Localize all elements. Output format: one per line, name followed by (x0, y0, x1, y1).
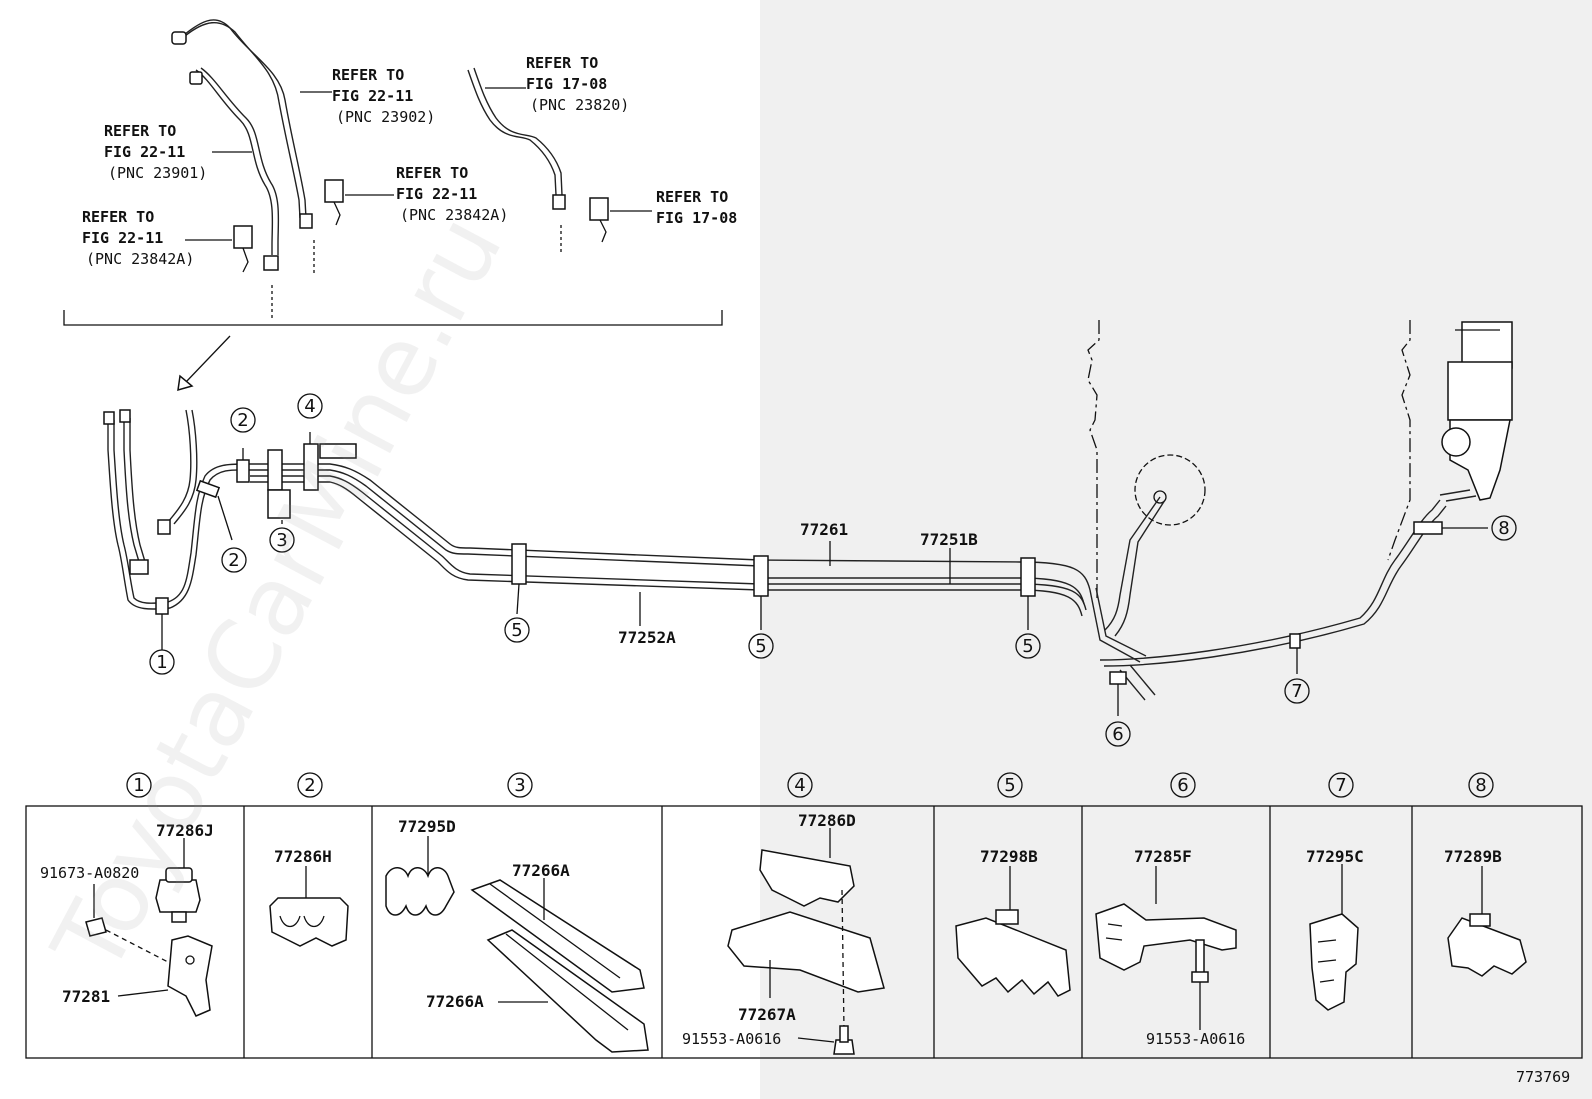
panel-header-2: 2 (297, 772, 323, 798)
panel-header-3: 3 (507, 772, 533, 798)
svg-text:REFER TO: REFER TO (396, 164, 468, 182)
ref-note-23820: REFER TO FIG 17-08 (PNC 23820) (526, 54, 629, 114)
figure-id: 773769 (1516, 1068, 1570, 1086)
panel-8-parts: 77289B (1444, 847, 1527, 977)
callout-2b: 2 (221, 547, 247, 573)
pn-91553-a0616-a: 91553-A0616 (682, 1030, 781, 1048)
svg-text:FIG 22-11: FIG 22-11 (332, 87, 413, 105)
ref-note-23842a-right: REFER TO FIG 22-11 (PNC 23842A) (396, 164, 508, 224)
panel-header-7: 7 (1328, 772, 1354, 798)
svg-text:(PNC 23902): (PNC 23902) (336, 108, 435, 126)
svg-text:REFER TO: REFER TO (82, 208, 154, 226)
inset-tubes (63, 19, 723, 392)
svg-text:(PNC 23820): (PNC 23820) (530, 96, 629, 114)
pn-77295d: 77295D (398, 817, 456, 836)
svg-text:5: 5 (511, 620, 522, 641)
pn-77286j: 77286J (156, 821, 214, 840)
pn-77261: 77261 (800, 520, 848, 539)
callout-1: 1 (149, 649, 175, 675)
pn-77295c: 77295C (1306, 847, 1364, 866)
svg-text:(PNC 23842A): (PNC 23842A) (400, 206, 508, 224)
svg-text:2: 2 (228, 550, 239, 571)
panel-header-4: 4 (787, 772, 813, 798)
pn-77286d: 77286D (798, 811, 856, 830)
pn-77289b: 77289B (1444, 847, 1502, 866)
svg-text:(PNC 23842A): (PNC 23842A) (86, 250, 194, 268)
svg-text:5: 5 (1022, 636, 1033, 657)
svg-text:FIG 17-08: FIG 17-08 (656, 209, 737, 227)
background-shade (760, 0, 1592, 1099)
svg-text:3: 3 (276, 530, 287, 551)
pn-77252a: 77252A (618, 628, 676, 647)
svg-text:FIG 17-08: FIG 17-08 (526, 75, 607, 93)
svg-text:8: 8 (1498, 518, 1509, 539)
svg-text:(PNC 23901): (PNC 23901) (108, 164, 207, 182)
svg-text:1: 1 (133, 775, 144, 796)
pn-91673-a0820: 91673-A0820 (40, 864, 139, 882)
svg-text:REFER TO: REFER TO (332, 66, 404, 84)
panel-6-parts: 77285F 91553-A0616 (1095, 847, 1245, 1048)
pn-77298b: 77298B (980, 847, 1038, 866)
callout-4: 4 (297, 393, 323, 419)
callout-6: 6 (1105, 721, 1131, 747)
svg-text:5: 5 (755, 636, 766, 657)
svg-text:2: 2 (304, 775, 315, 796)
ref-note-23901: REFER TO FIG 22-11 (PNC 23901) (104, 122, 207, 182)
svg-text:4: 4 (794, 775, 805, 796)
detail-table (25, 805, 1583, 1059)
callout-2a: 2 (230, 407, 256, 433)
panel-1-parts: 77286J 91673-A0820 77281 (40, 821, 214, 1017)
panel-4-parts: 77286D 77267A 91553-A0616 (682, 811, 885, 1055)
svg-text:FIG 22-11: FIG 22-11 (82, 229, 163, 247)
svg-text:6: 6 (1177, 775, 1188, 796)
pn-77281: 77281 (62, 987, 110, 1006)
ref-note-23902: REFER TO FIG 22-11 (PNC 23902) (332, 66, 435, 126)
callout-8: 8 (1491, 515, 1517, 541)
pn-77266a-2: 77266A (426, 992, 484, 1011)
panel-2-parts: 77286H (269, 847, 349, 947)
svg-text:7: 7 (1291, 681, 1302, 702)
svg-text:1: 1 (156, 652, 167, 673)
svg-text:REFER TO: REFER TO (656, 188, 728, 206)
main-tube-routing (103, 320, 1513, 716)
panel-5-parts: 77298B (955, 847, 1071, 997)
pn-77286h: 77286H (274, 847, 332, 866)
svg-text:FIG 22-11: FIG 22-11 (396, 185, 477, 203)
panel-header-6: 6 (1170, 772, 1196, 798)
svg-text:FIG 22-11: FIG 22-11 (104, 143, 185, 161)
svg-text:8: 8 (1475, 775, 1486, 796)
pn-77266a-1: 77266A (512, 861, 570, 880)
callout-5c: 5 (1015, 633, 1041, 659)
panel-header-8: 8 (1468, 772, 1494, 798)
pn-77285f: 77285F (1134, 847, 1192, 866)
callout-5b: 5 (748, 633, 774, 659)
svg-text:6: 6 (1112, 724, 1123, 745)
pn-77267a: 77267A (738, 1005, 796, 1024)
svg-text:REFER TO: REFER TO (104, 122, 176, 140)
svg-text:REFER TO: REFER TO (526, 54, 598, 72)
panel-7-parts: 77295C (1306, 847, 1364, 1011)
ref-note-23842a-left: REFER TO FIG 22-11 (PNC 23842A) (82, 208, 194, 268)
callout-5a: 5 (504, 617, 530, 643)
svg-text:3: 3 (514, 775, 525, 796)
panel-header-5: 5 (997, 772, 1023, 798)
svg-text:5: 5 (1004, 775, 1015, 796)
pn-77251b: 77251B (920, 530, 978, 549)
callout-3: 3 (269, 527, 295, 553)
svg-text:4: 4 (304, 396, 315, 417)
watermark: ToyotaCarMine.ru (31, 198, 524, 992)
panel-header-1: 1 (126, 772, 152, 798)
callout-7: 7 (1284, 678, 1310, 704)
ref-note-fig-17-08: REFER TO FIG 17-08 (656, 188, 737, 227)
panel-3-parts: 77295D 77266A 77266A (385, 817, 649, 1053)
svg-text:7: 7 (1335, 775, 1346, 796)
pn-91553-a0616-b: 91553-A0616 (1146, 1030, 1245, 1048)
svg-text:2: 2 (237, 410, 248, 431)
